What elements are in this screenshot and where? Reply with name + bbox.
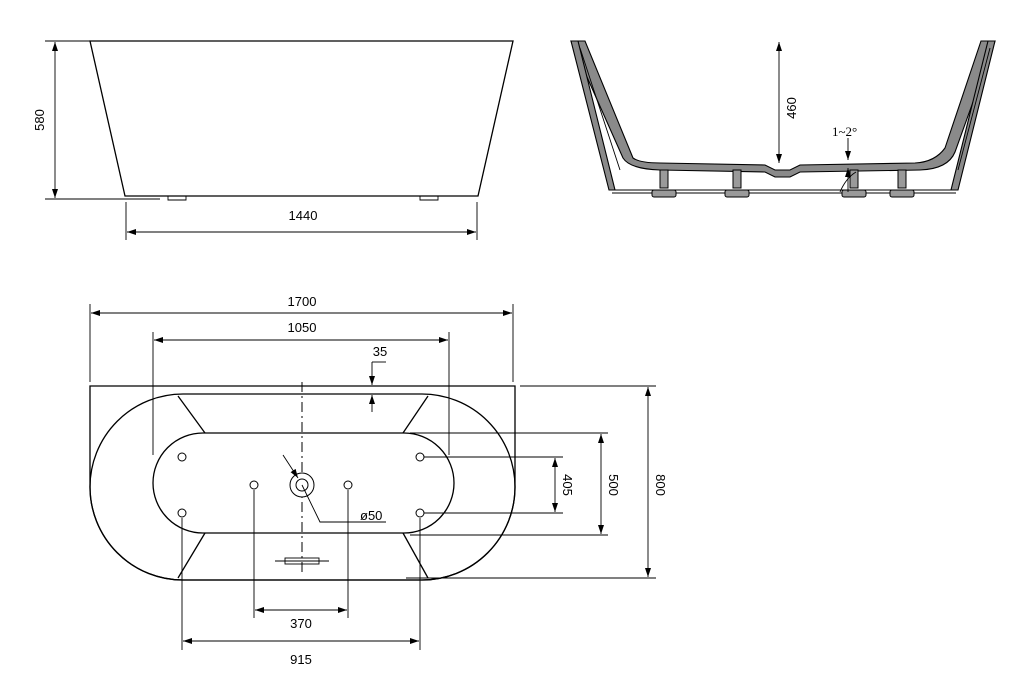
foot-2 <box>724 189 750 198</box>
plan-overall-width-label: 800 <box>653 474 668 496</box>
plan-wall-thickness-label: 35 <box>373 344 387 359</box>
front-view-tub-outline <box>89 40 514 197</box>
front-width-label: 1440 <box>289 208 318 223</box>
plan-corner-tl <box>177 395 206 434</box>
plan-inner-length-label: 1050 <box>288 320 317 335</box>
plan-inner-width-label: 500 <box>606 474 621 496</box>
plan-center-feet-spacing-label: 370 <box>290 616 312 631</box>
plan-corner-tr <box>402 395 429 434</box>
foot-hole-br <box>415 508 425 518</box>
foot-hole-cl <box>249 480 259 490</box>
plan-rim-oval <box>89 393 516 581</box>
leg-3 <box>849 169 859 189</box>
section-view: 460 1~2° <box>570 40 996 198</box>
leg-4 <box>897 169 907 189</box>
leg-2 <box>732 169 742 189</box>
plan-basin-oval <box>152 432 455 534</box>
foot-3 <box>841 189 867 198</box>
section-legs <box>651 169 915 198</box>
foot-4 <box>889 189 915 198</box>
leg-1 <box>659 169 669 189</box>
foot-hole-bl <box>177 508 187 518</box>
foot-1 <box>651 189 677 198</box>
section-brace-right <box>957 47 991 171</box>
front-view: 580 1440 <box>32 40 514 240</box>
section-brace-left <box>579 47 621 171</box>
plan-foot-spacing-label: 405 <box>560 474 575 496</box>
plan-outer-feet-spacing-label: 915 <box>290 652 312 667</box>
section-slope-label: 1~2° <box>832 124 857 139</box>
front-view-foot-right <box>419 195 439 201</box>
section-shell <box>570 40 996 178</box>
front-height-label: 580 <box>32 109 47 131</box>
section-depth-label: 460 <box>784 97 799 119</box>
plan-corner-br <box>402 532 429 579</box>
plan-overall-length-label: 1700 <box>288 294 317 309</box>
slope-arc <box>839 171 857 193</box>
plan-drain-diameter-label: ø50 <box>360 508 382 523</box>
foot-hole-cr <box>343 480 353 490</box>
foot-hole-tl <box>177 452 187 462</box>
plan-corner-bl <box>177 532 206 579</box>
foot-hole-tr <box>415 452 425 462</box>
plan-view: 1700 1050 35 405 500 800 ø50 <box>89 294 668 667</box>
drain-leader-line <box>301 484 386 523</box>
front-view-foot-left <box>167 195 187 201</box>
drain-leader-arrow <box>282 454 299 479</box>
